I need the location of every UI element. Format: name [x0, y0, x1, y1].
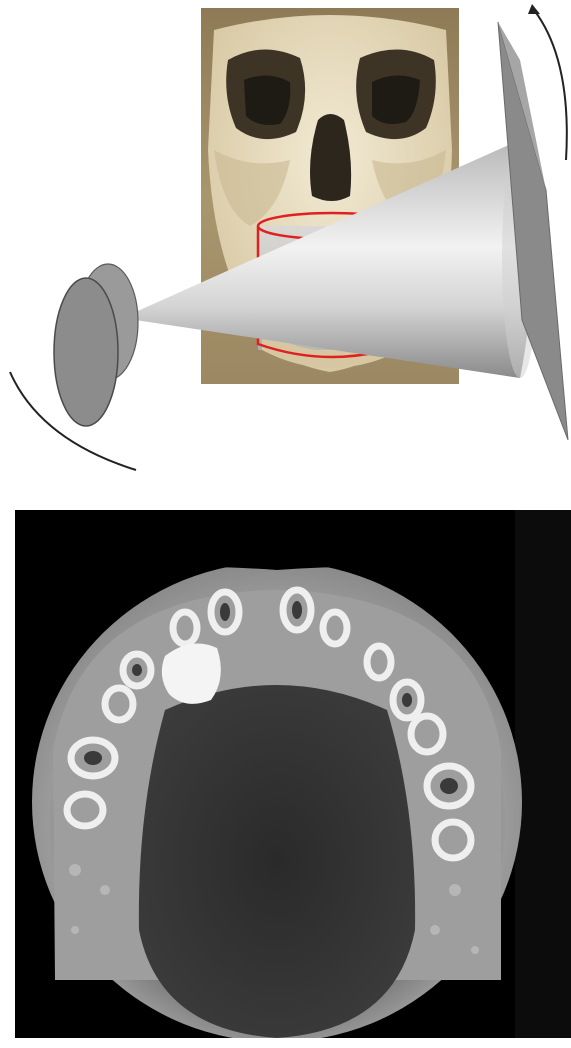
palatal-region: [139, 685, 415, 1038]
left-orbit-depth: [244, 75, 290, 125]
adjacent-panel-edge: [515, 510, 571, 1038]
axial-cbct-slice: [15, 510, 571, 1038]
rotation-arrowhead-icon: [528, 4, 540, 14]
xray-source: [54, 278, 118, 426]
rotation-arc-upper: [534, 10, 567, 160]
axial-slice-svg: [15, 510, 571, 1038]
cbct-geometry-illustration: [0, 0, 571, 490]
cbct-geometry-svg: [0, 0, 571, 490]
bright-tooth: [162, 644, 221, 704]
nasal-cavity: [310, 114, 351, 201]
